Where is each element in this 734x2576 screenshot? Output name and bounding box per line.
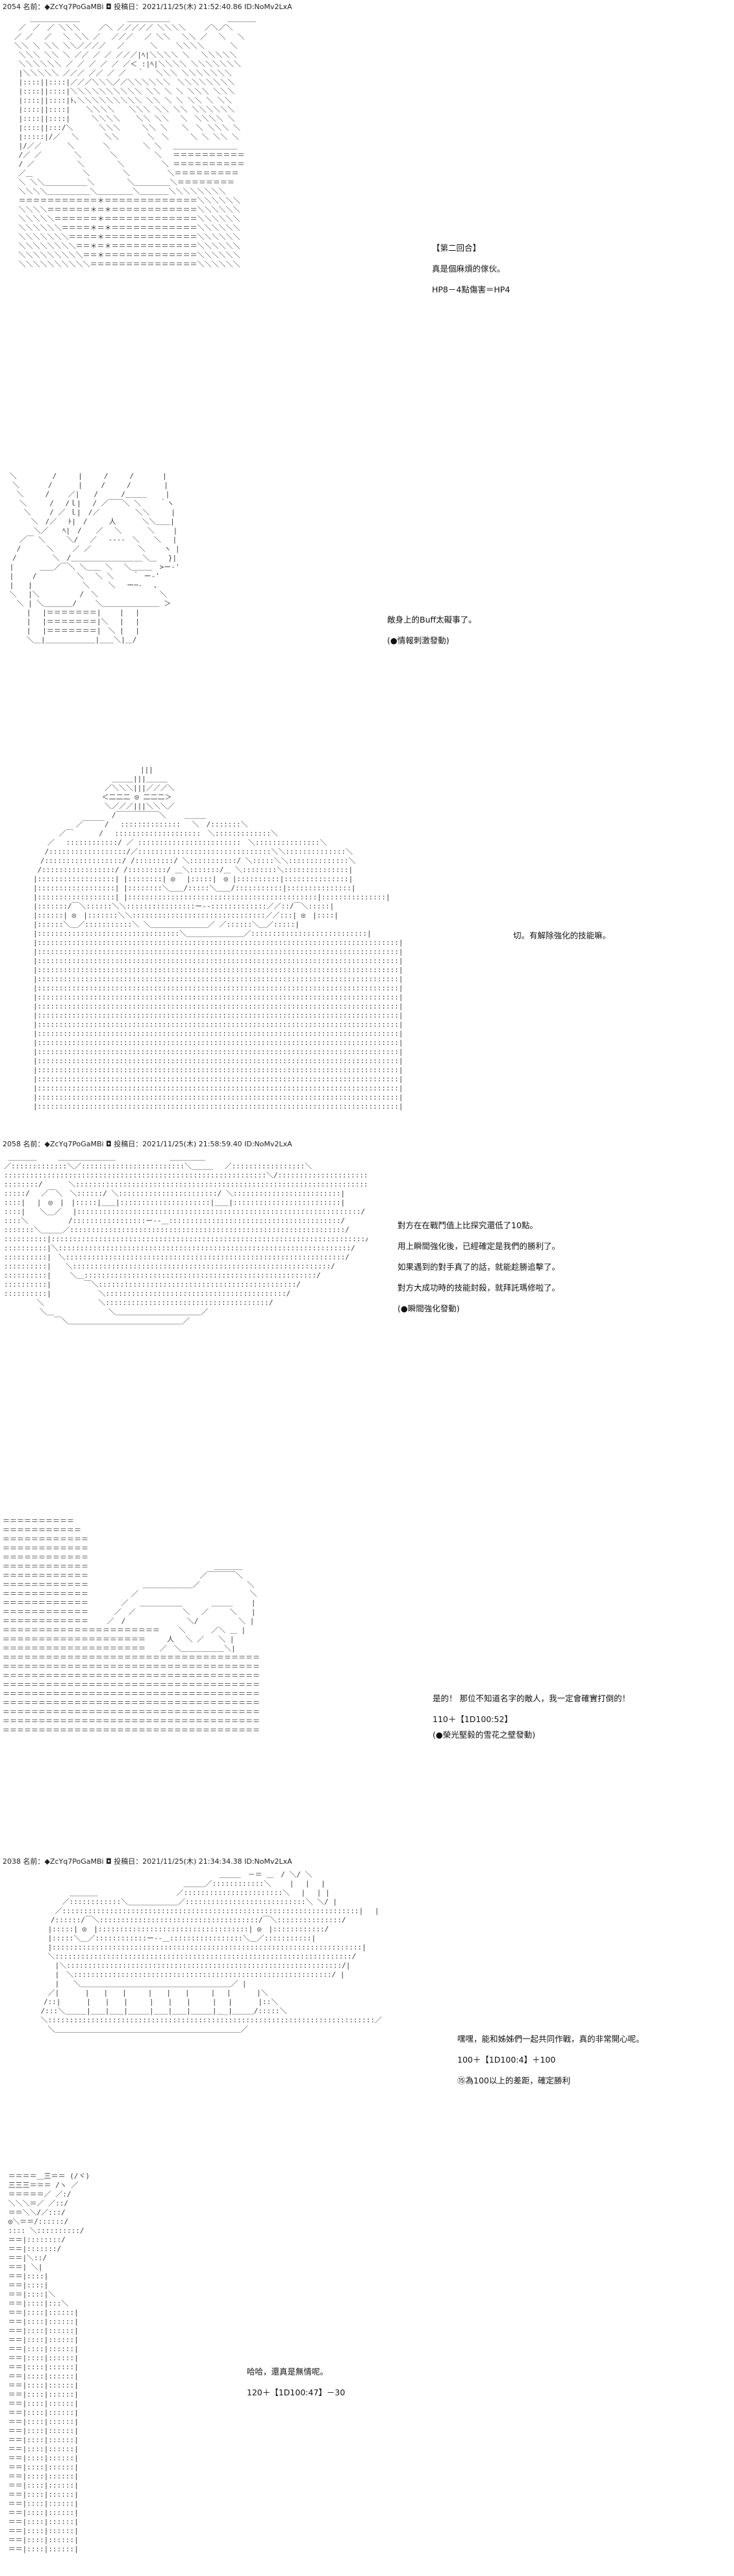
message-line: 敵身上的Buff太礙事了。	[387, 615, 477, 625]
message-line: ⑮為100以上的差距，確定勝利	[457, 2076, 570, 2085]
post-message: 敵身上的Buff太礙事了。 (●情報刺激發動)	[387, 615, 477, 656]
ascii-art-figure: ＿＿＿ －＝ ＿ / ＼/ ＼ ＿＿＿／::::::::::::＼ | | | …	[40, 1870, 382, 2033]
post-message: 【第二回合】 真是個麻煩的傢伙。 HP8－4點傷害＝HP4	[432, 243, 510, 305]
message-line: 切。有解除強化的技能嘛。	[513, 931, 611, 940]
ascii-art-figure: ＿＿＿＿＿＿＿ ＿＿＿＿＿＿ ＿＿＿＿ ／ ／ ／ ＼＼＼ ／＼ ／／／／／ ＼…	[14, 14, 256, 268]
message-line: 110＋【1D100:52】	[433, 1714, 513, 1724]
message-line: 用上瞬間強化後，已經確定是我們的勝利了。	[398, 1241, 561, 1251]
message-line: 真是個麻煩的傢伙。	[432, 264, 505, 274]
message-line: 對方在在戰鬥值上比探究還低了10點。	[398, 1220, 538, 1230]
ascii-art-figure: ＿＿＿＿ ＿＿＿＿＿＿＿＿ ＿＿＿＿＿ ／:::::::::::::＼／::::…	[4, 1153, 368, 1325]
message-line: (●瞬間強化發動)	[398, 1304, 460, 1313]
message-line: (●榮光堅毅的雪花之壁發動)	[433, 1730, 536, 1740]
post-message: 嘿嘿，能和姊姊們一起共同作戰，真的非常開心呢。 100＋【1D100:4】＋10…	[457, 2034, 644, 2096]
message-line: 哈哈，還真是無情呢。	[247, 2367, 329, 2376]
message-line: HP8－4點傷害＝HP4	[432, 285, 511, 294]
message-line: 【第二回合】	[432, 243, 481, 253]
message-line: 對方大成功時的技能封殺，就拜託瑪修啦了。	[398, 1283, 561, 1293]
post-message: 切。有解除強化的技能嘛。	[513, 931, 611, 951]
post-message: 對方在在戰鬥值上比探究還低了10點。 用上瞬間強化後，已經確定是我們的勝利了。 …	[398, 1220, 560, 1324]
post-message: 是的！ 那位不知道名字的敵人，我一定會確實打倒的！ 110＋【1D100:52】…	[433, 1694, 630, 1751]
ascii-art-figure: ＝＝＝＝＝＝＝＝＝＝ ＝＝＝＝＝＝＝＝＝＝＝ ＝＝＝＝＝＝＝＝＝＝＝＝ ＝＝＝＝…	[3, 1517, 260, 1734]
ascii-art-figure: ||| ＿＿＿|||＿＿＿ ／＼＼＼|||／／／＼ ＜二二二 ◎ 二二二＞ ＼／…	[32, 766, 403, 1111]
message-line: 是的！ 那位不知道名字的敵人，我一定會確實打倒的！	[433, 1694, 630, 1703]
post-header: 2058 名前：◆ZcYq7PoGaMBi ◘ 投稿日：2021/11/25(木…	[3, 1140, 292, 1148]
post-message: 哈哈，還真是無情呢。 120＋【1D100:47】－30	[247, 2367, 345, 2408]
ascii-art-figure: ＼ / | / / | ＼ / | / / | ＼ / ／| / /＿＿＿ | …	[9, 472, 180, 644]
message-line: 120＋【1D100:47】－30	[247, 2388, 346, 2397]
message-line: (●情報刺激發動)	[387, 636, 449, 645]
message-line: 如果遇到的對手真了的話，就能趁勝追擊了。	[398, 1262, 561, 1272]
post-header: 2054 名前：◆ZcYq7PoGaMBi ◘ 投稿日：2021/11/25(木…	[3, 3, 292, 11]
ascii-art-figure: ＝＝＝＝＿三＝＝ (/ヾ) 三三三＝＝＝ /ヽ ／ ＝＝＝＝＝／ ／:/ ＼＼＼…	[8, 2172, 90, 2553]
post-header: 2038 名前：◆ZcYq7PoGaMBi ◘ 投稿日：2021/11/25(木…	[3, 1857, 292, 1866]
message-line: 嘿嘿，能和姊姊們一起共同作戰，真的非常開心呢。	[457, 2034, 644, 2044]
message-line: 100＋【1D100:4】＋100	[457, 2055, 556, 2065]
